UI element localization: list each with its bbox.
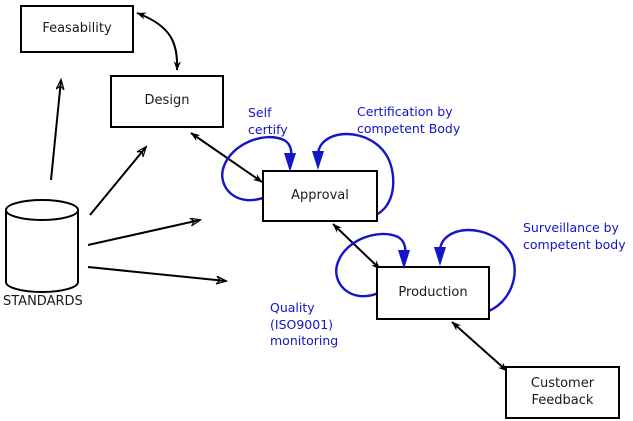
connector-standards-feasability bbox=[50, 80, 61, 181]
connector-production-customer-feedback bbox=[451, 321, 508, 372]
node-design-label: Design bbox=[144, 93, 190, 109]
connector-approval-production bbox=[332, 223, 381, 270]
node-feasability[interactable]: Feasability bbox=[20, 5, 134, 53]
annotation-self-certify: Self certify bbox=[248, 105, 288, 137]
node-approval[interactable]: Approval bbox=[262, 170, 378, 222]
node-customer-feedback-label: Customer Feedback bbox=[530, 376, 595, 408]
loop-surveillance-competent-body bbox=[438, 228, 516, 314]
connector-design-approval bbox=[190, 132, 263, 183]
annotation-surveillance-by-competent-body: Surveillance by competent body bbox=[523, 220, 626, 252]
loop-certification-competent-body bbox=[316, 132, 395, 218]
node-design[interactable]: Design bbox=[110, 75, 224, 128]
node-production[interactable]: Production bbox=[376, 266, 490, 320]
node-approval-label: Approval bbox=[291, 187, 349, 203]
connector-standards-design bbox=[89, 147, 146, 216]
connector-standards-production bbox=[87, 266, 226, 281]
connector-standards-approval bbox=[87, 220, 200, 246]
node-standards-cylinder[interactable] bbox=[3, 198, 83, 294]
annotation-certification-by-competent-body: Certification by competent Body bbox=[357, 104, 461, 136]
annotation-quality-iso9001-monitoring: Quality (ISO9001) monitoring bbox=[270, 300, 339, 348]
cylinder-icon bbox=[5, 199, 79, 294]
node-customer-feedback[interactable]: Customer Feedback bbox=[505, 366, 620, 419]
connector-feasability-design bbox=[136, 12, 181, 71]
node-feasability-label: Feasability bbox=[42, 20, 112, 36]
node-standards-label: STANDARDS bbox=[3, 294, 83, 309]
node-production-label: Production bbox=[398, 284, 468, 300]
